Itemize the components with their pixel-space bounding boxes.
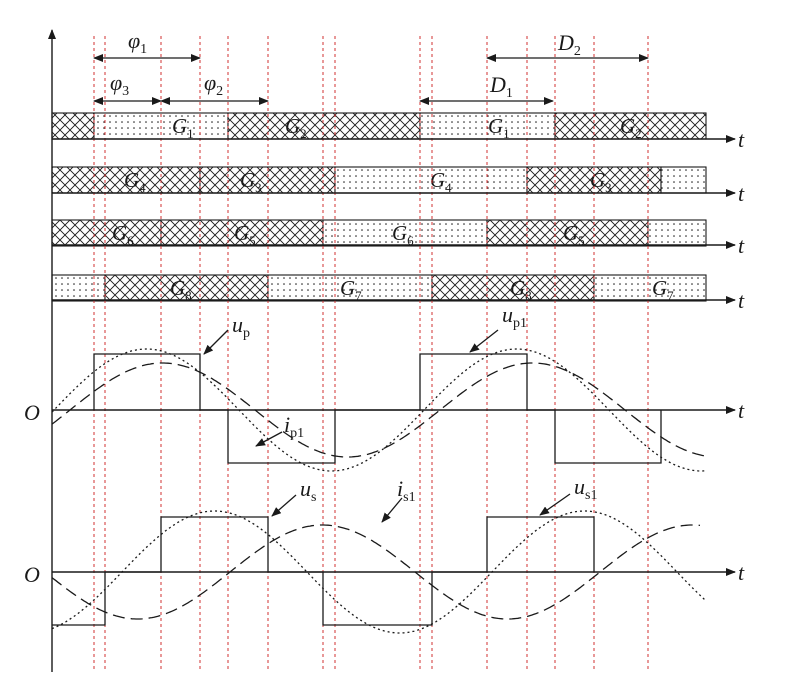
gate-segment-row1	[227, 112, 421, 140]
gate-segment-row4	[51, 274, 106, 302]
gate-label: G5	[563, 221, 585, 248]
gate-label: G4	[124, 168, 146, 195]
gate-segment-row2	[334, 166, 528, 194]
us-label: us	[300, 476, 316, 505]
up1-label: up1	[502, 302, 527, 331]
t-label-row4: t	[738, 288, 745, 313]
gate-label: G8	[510, 276, 532, 303]
gate-label: G1	[488, 114, 510, 141]
origin-label-secondary: O	[24, 562, 40, 587]
primary-voltage-wave	[93, 353, 662, 464]
up-label: up	[232, 312, 250, 341]
us1-label: us1	[574, 474, 597, 503]
gate-label: G8	[170, 276, 192, 303]
D2-label: D2	[557, 30, 581, 59]
gate-segment-row4	[267, 274, 433, 302]
up-pointer	[203, 329, 229, 355]
gate-segment-row4	[593, 274, 707, 302]
gate-label: G7	[340, 276, 362, 303]
gate-label: G7	[652, 276, 674, 303]
gate-label: G2	[620, 114, 642, 141]
gate-segment-row3	[160, 219, 324, 247]
primary-current	[51, 362, 707, 458]
is1-label: is1	[397, 476, 416, 505]
gate-segment-row2	[660, 166, 707, 194]
gate-segment-row3	[51, 219, 162, 247]
D1-label: D1	[489, 72, 513, 101]
secondary-voltage-wave	[52, 516, 595, 626]
gate-segment-row3	[486, 219, 649, 247]
up1-pointer	[469, 329, 499, 353]
axes	[48, 29, 736, 672]
gate-label: G5	[234, 221, 256, 248]
gate-label: G1	[172, 114, 194, 141]
gate-label: G3	[240, 168, 262, 195]
t-label-secondary: t	[738, 560, 745, 585]
primary-voltage-fundamental	[51, 348, 707, 472]
t-label-row3: t	[738, 233, 745, 258]
secondary-voltage-fundamental	[51, 510, 707, 634]
gate-label: G2	[285, 114, 307, 141]
gate-label: G6	[112, 221, 134, 248]
gate-segment-row1	[51, 112, 95, 140]
gate-segment-row3	[322, 219, 488, 247]
us-pointer	[271, 494, 297, 517]
gate-segment-row4	[431, 274, 595, 302]
t-label-row2: t	[738, 181, 745, 206]
phi3-label: φ3	[110, 70, 129, 99]
t-label-primary: t	[738, 398, 745, 423]
is1-pointer	[381, 497, 403, 523]
phi1-label: φ1	[128, 28, 147, 57]
secondary-current	[51, 524, 701, 620]
waveform-annotations	[203, 329, 571, 523]
gate-label: G4	[430, 168, 452, 195]
gate-label: G6	[392, 221, 414, 248]
ip1-label: ip1	[284, 412, 304, 441]
us1-pointer	[539, 493, 571, 516]
ip1-pointer	[255, 431, 283, 447]
phi2-label: φ2	[204, 70, 223, 99]
t-labels: t t t t t t	[738, 127, 745, 585]
origin-label-primary: O	[24, 400, 40, 425]
phase-arrows	[93, 54, 649, 105]
gate-segment-row4	[104, 274, 269, 302]
gate-segment-row3	[647, 219, 707, 247]
t-label-row1: t	[738, 127, 745, 152]
